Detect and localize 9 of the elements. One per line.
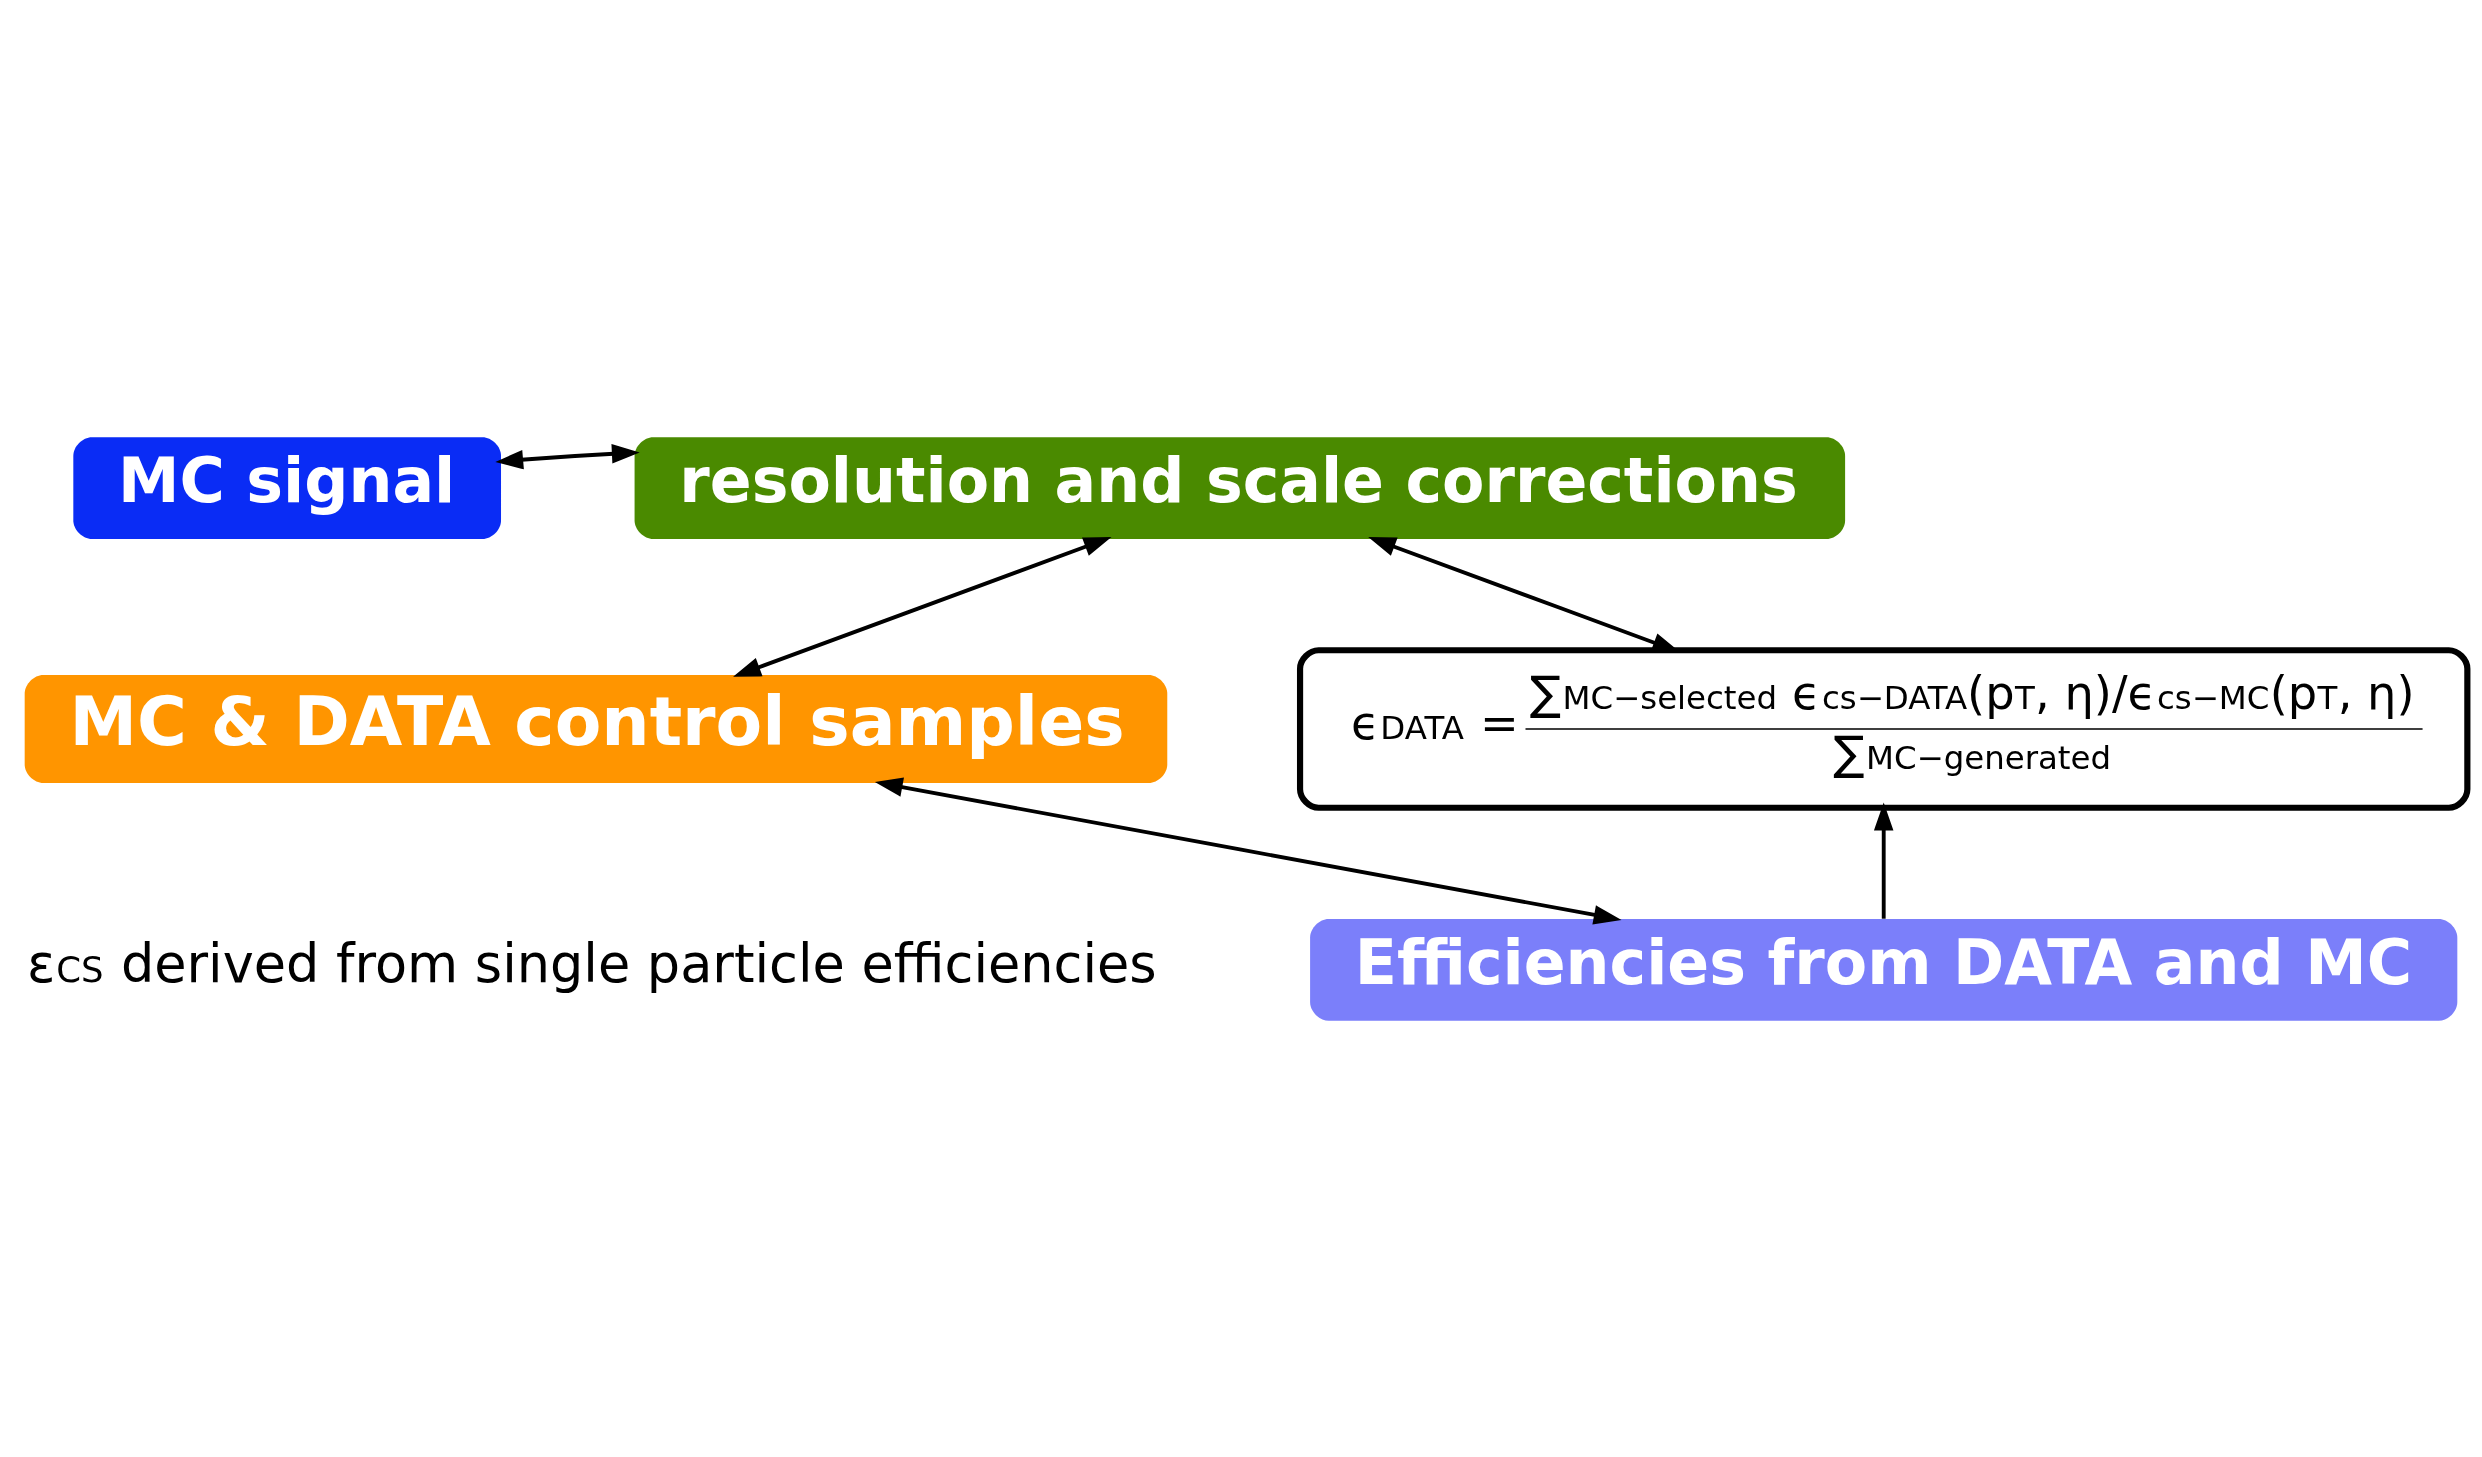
- node-box: resolution and scale corrections: [634, 436, 1846, 539]
- node-box: MC signal: [73, 436, 501, 539]
- label: εCS derived from single particle efficiencies: [27, 932, 1157, 994]
- arrow: [874, 777, 1622, 924]
- node-box: Efficiencies from DATA and MC: [1310, 918, 2458, 1021]
- arrow: [1873, 802, 1894, 919]
- arrow: [733, 536, 1112, 677]
- node-box: MC & DATA control samples: [24, 674, 1168, 783]
- arrow: [495, 443, 640, 469]
